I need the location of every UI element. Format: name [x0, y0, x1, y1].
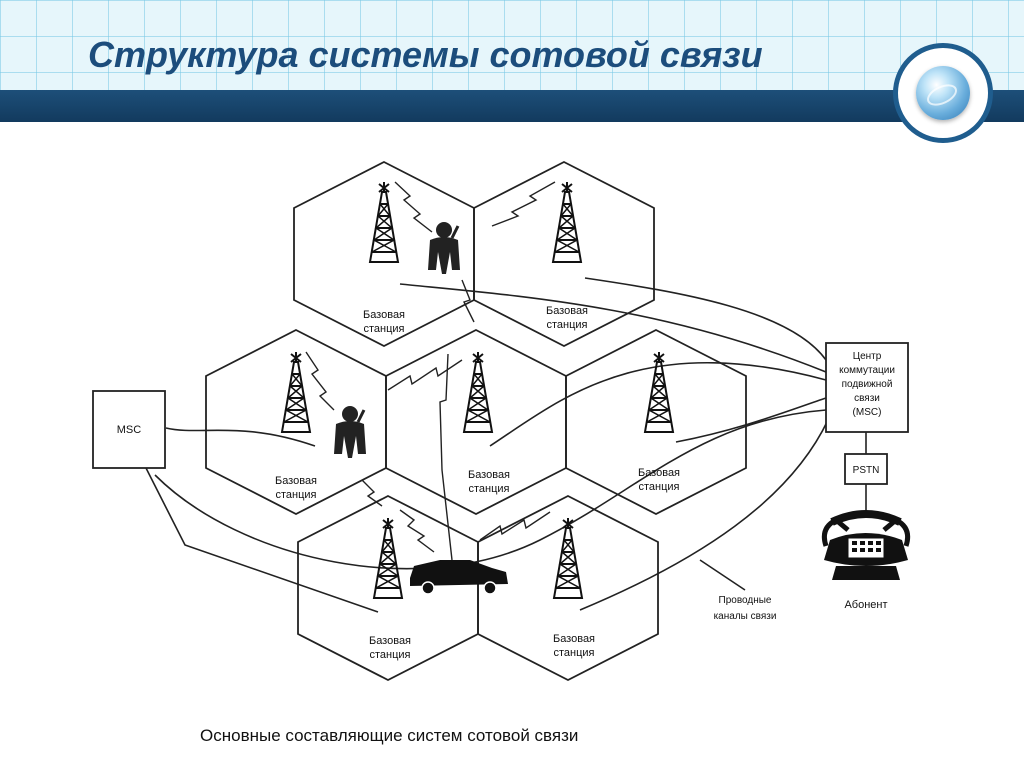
radio-link: [305, 351, 335, 411]
antenna-tower-icon: [463, 351, 493, 433]
base-station-label: Базовая: [363, 309, 405, 321]
wired-link: [584, 277, 827, 361]
wired-links: [145, 277, 867, 613]
base-station-label: станция: [275, 489, 316, 501]
antenna-tower-icon: [369, 181, 399, 263]
center-label-2: коммутации: [839, 365, 895, 376]
wired-link: [489, 361, 827, 447]
msc-left-box: [92, 390, 166, 469]
wired-link-pointer: [699, 559, 746, 591]
switching-center-box: [825, 342, 909, 433]
globe-badge: [893, 43, 993, 143]
base-station-label: станция: [363, 323, 404, 335]
radio-link: [439, 353, 453, 561]
radio-link: [394, 181, 433, 233]
antenna-tower-icon: [644, 351, 674, 433]
mobile-user-icon: [426, 220, 462, 276]
wired-label-2: каналы связи: [714, 611, 777, 622]
wired-link: [145, 467, 379, 613]
radio-link: [399, 509, 435, 553]
header-bar: [0, 90, 1024, 122]
base-station-label: Базовая: [553, 633, 595, 645]
antenna-tower-icon: [281, 351, 311, 433]
telephone-icon: [821, 510, 911, 580]
center-label-4: связи: [854, 393, 880, 404]
hex-cell: [477, 494, 659, 682]
center-label-5: (MSC): [853, 407, 882, 418]
base-station-label: Базовая: [468, 469, 510, 481]
antenna-tower-icon: [373, 517, 403, 599]
base-station-label: станция: [638, 481, 679, 493]
base-station-label: Базовая: [369, 635, 411, 647]
radio-link: [479, 511, 551, 541]
slide-title: Структура системы сотовой связи: [88, 34, 763, 75]
wired-label-1: Проводные: [719, 595, 772, 606]
wired-link: [579, 419, 829, 611]
base-station-label: станция: [546, 319, 587, 331]
radio-link: [361, 479, 383, 507]
radio-links: [305, 181, 556, 561]
wired-link: [165, 427, 316, 447]
radio-link: [461, 279, 475, 323]
pstn-label: PSTN: [853, 465, 880, 476]
base-station-label: Базовая: [275, 475, 317, 487]
msc-left-label: MSC: [117, 424, 142, 436]
base-station-label: станция: [369, 649, 410, 661]
wired-link: [154, 409, 827, 570]
antenna-tower-icon: [552, 181, 582, 263]
center-label-1: Центр: [853, 351, 882, 362]
hex-cell: [565, 328, 747, 516]
mobile-user-icon: [332, 404, 368, 460]
wired-link: [399, 283, 827, 373]
header-grid-background: [0, 0, 1024, 90]
center-label-3: подвижной: [842, 379, 893, 390]
radio-link: [491, 181, 556, 227]
slide-header: Структура системы сотовой связи: [0, 0, 1024, 122]
base-station-label: станция: [468, 483, 509, 495]
hex-cell: [473, 160, 655, 348]
car-icon: [410, 560, 508, 595]
radio-link: [387, 359, 463, 391]
base-station-label: Базовая: [546, 305, 588, 317]
hex-cells: [205, 160, 747, 682]
pstn-box: [844, 453, 888, 485]
globe-icon: [916, 66, 970, 120]
base-station-label: станция: [553, 647, 594, 659]
diagram-caption: Основные составляющие систем сотовой свя…: [200, 726, 578, 745]
subscriber-label: Абонент: [844, 599, 887, 611]
wired-link: [675, 397, 827, 443]
base-station-label: Базовая: [638, 467, 680, 479]
